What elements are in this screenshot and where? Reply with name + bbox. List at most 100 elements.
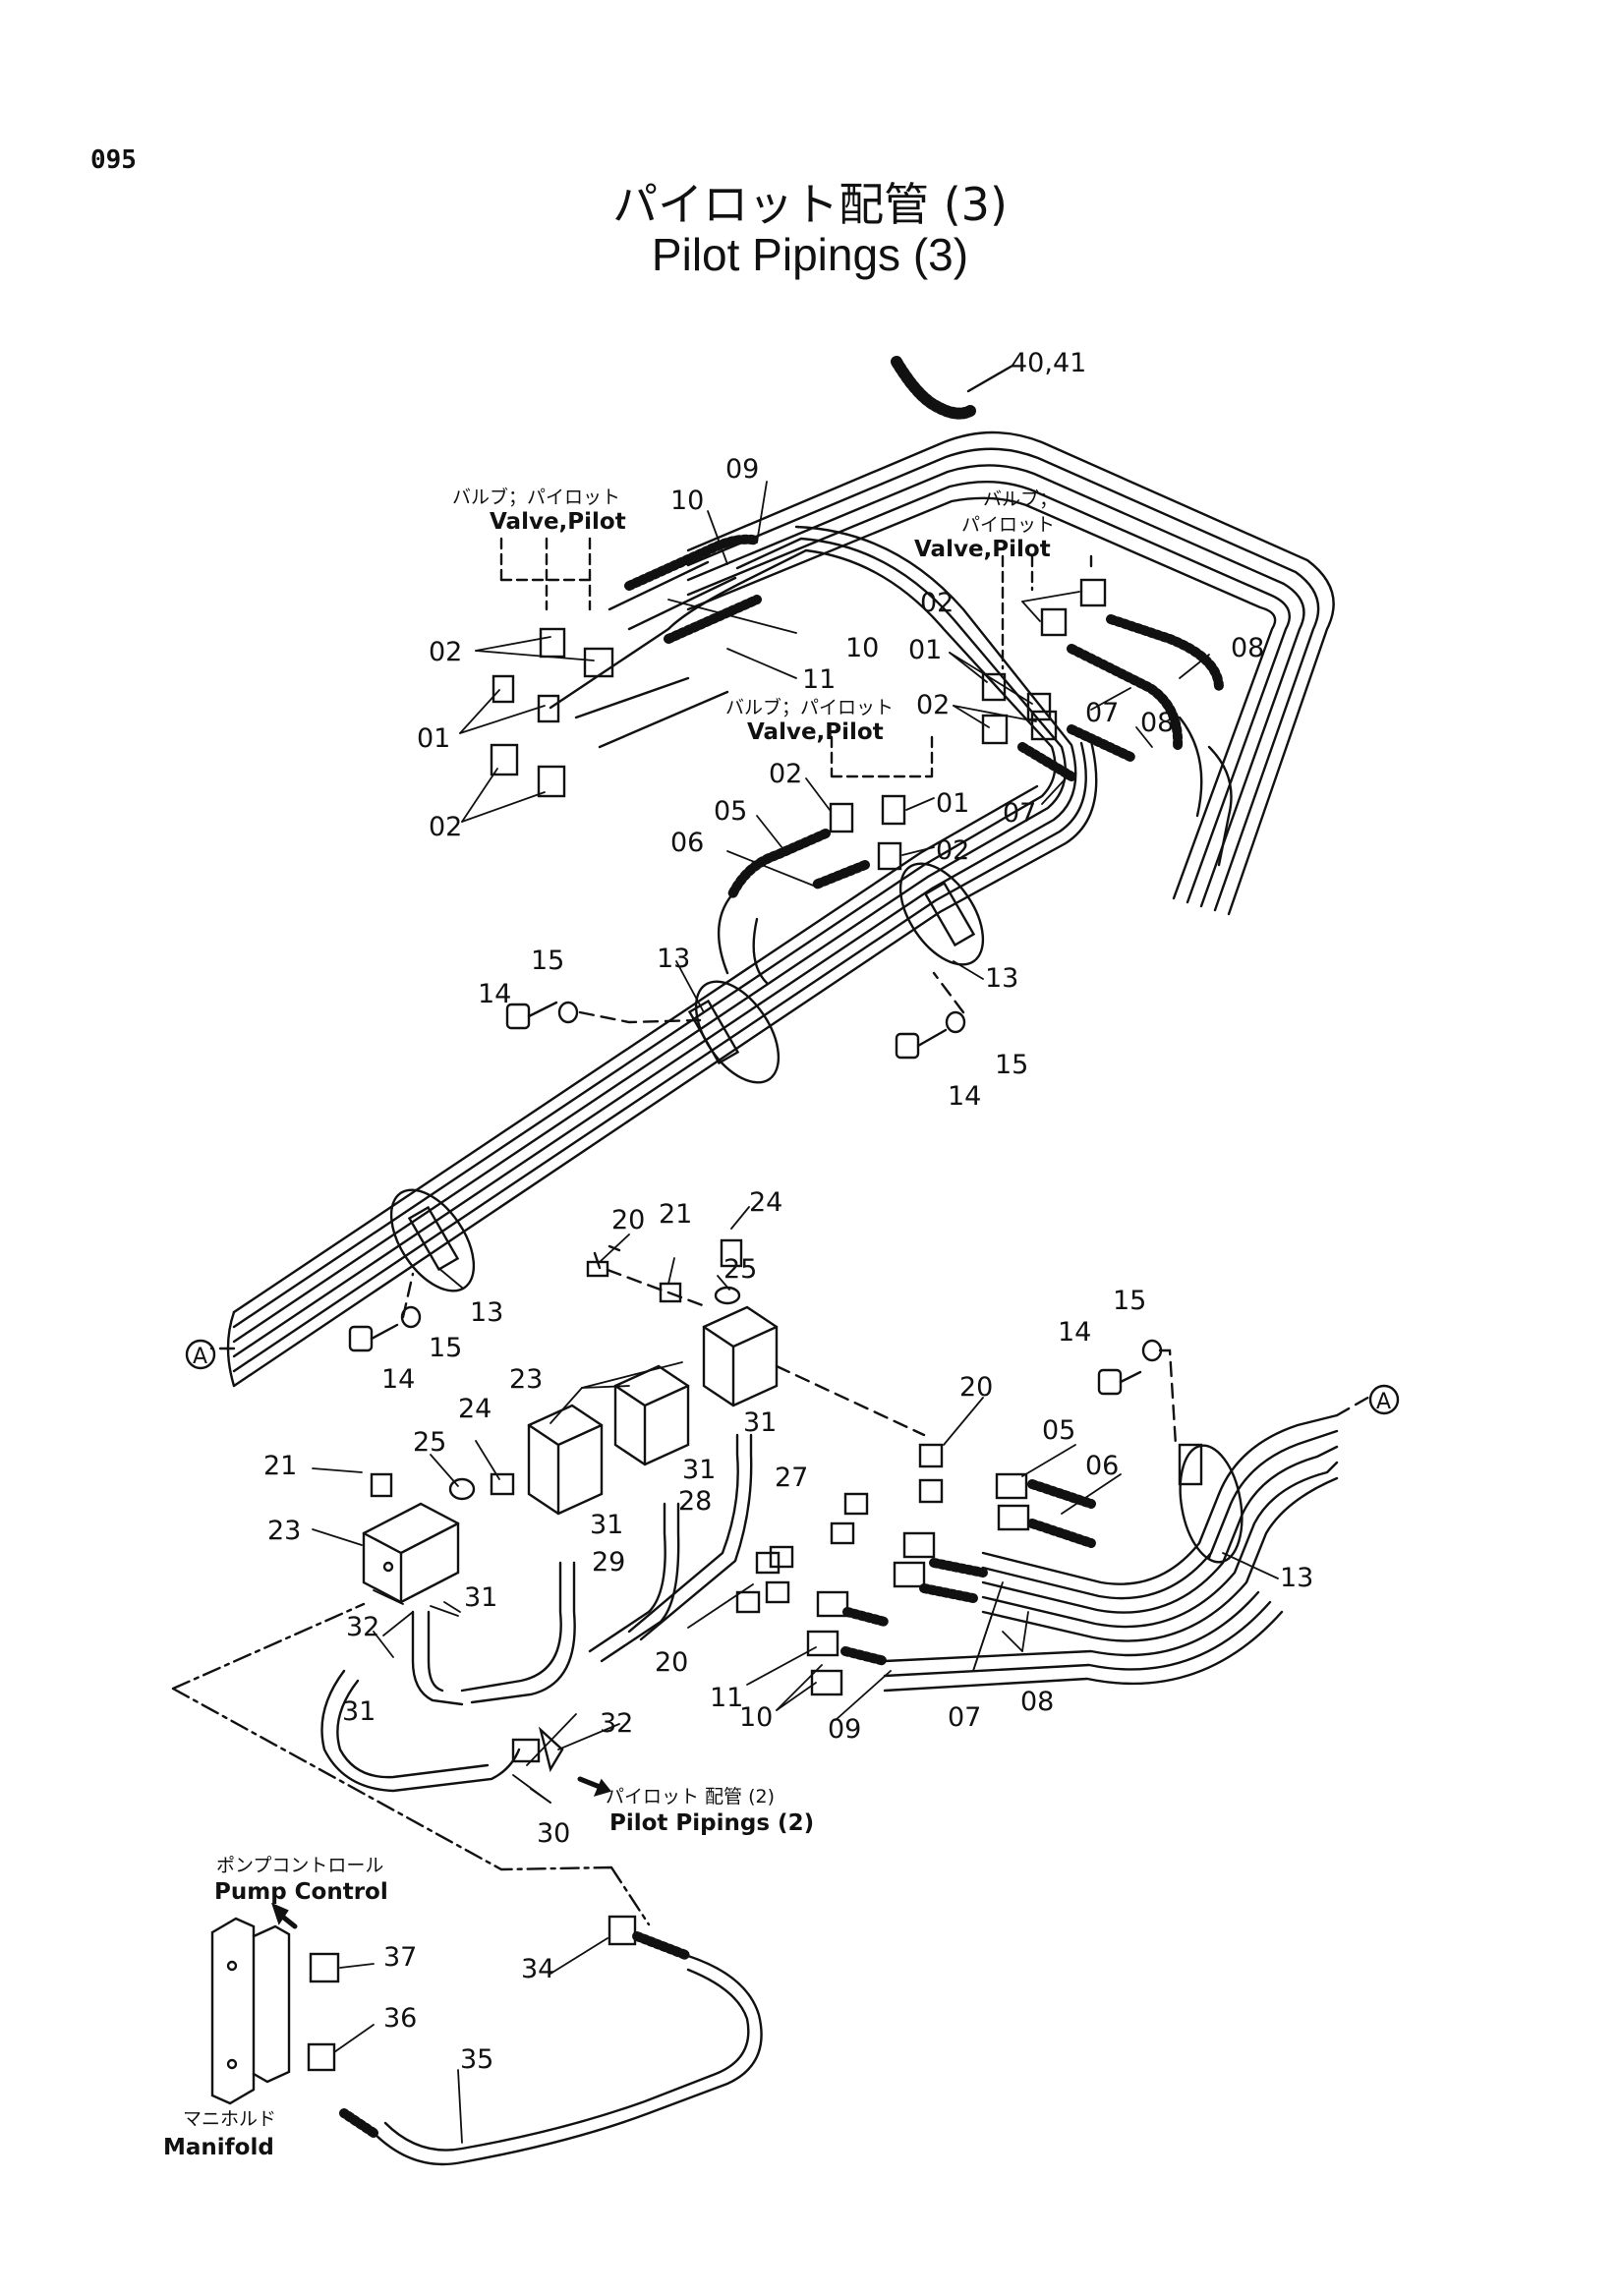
clamp-band-icon: [891, 356, 976, 420]
part-number-label: 37: [383, 1942, 417, 1973]
part-number-label: 02: [936, 835, 969, 866]
part-number-label: 27: [775, 1463, 808, 1493]
part-number-label: 11: [802, 664, 836, 695]
title-english: Pilot Pipings (3): [651, 229, 969, 280]
part-number-label: 02: [920, 588, 954, 618]
bundle-clamps: [389, 862, 1244, 1564]
part-number-label: 20: [959, 1372, 993, 1403]
valve-fittings-middle: [718, 735, 934, 985]
part-number-label: 02: [769, 759, 802, 789]
part-number-label: 05: [1042, 1415, 1075, 1446]
part-number-label: 28: [678, 1486, 712, 1517]
valve-3-jp: バルブ；: [983, 488, 1058, 510]
valve-3-jp2: パイロット: [961, 514, 1055, 536]
part-number-label: 31: [743, 1407, 777, 1438]
part-number-label: 24: [458, 1394, 492, 1424]
part-number-label: 08: [1231, 633, 1264, 663]
part-number-label: 13: [1280, 1563, 1313, 1593]
part-number-label: 10: [845, 633, 879, 663]
part-number-label: 10: [739, 1702, 773, 1733]
part-number-label: 14: [381, 1364, 415, 1395]
valve-3-en: Valve,Pilot: [914, 537, 1051, 562]
part-number-label: 40,41: [1011, 348, 1086, 378]
part-number-label: 20: [611, 1205, 645, 1235]
part-number-label: 25: [723, 1254, 757, 1285]
part-number-label: 32: [600, 1708, 633, 1739]
part-number-label: 15: [995, 1050, 1028, 1080]
part-number-label: 35: [460, 2044, 493, 2075]
part-number-label: 13: [657, 944, 690, 974]
valve-2-en: Valve,Pilot: [747, 719, 884, 745]
part-number-label: 36: [383, 2003, 417, 2034]
part-number-label: 21: [659, 1199, 692, 1230]
connector-a-left-label: A: [193, 1345, 207, 1369]
part-number-label: 14: [1058, 1317, 1091, 1348]
distribution-blocks: [362, 1238, 926, 1604]
part-number-label: 05: [714, 796, 747, 827]
part-number-label: 13: [470, 1297, 503, 1328]
part-number-label: 15: [531, 946, 564, 976]
part-number-label: 01: [908, 635, 942, 665]
part-number-label: 30: [537, 1818, 570, 1849]
part-number-label: 06: [670, 828, 704, 858]
title-japanese: パイロット配管 (3): [612, 178, 1008, 231]
part-number-label: 01: [417, 723, 450, 754]
part-number-label: 14: [948, 1081, 981, 1112]
manifold-jp: マニホルド: [183, 2108, 276, 2130]
pump-control-en: Pump Control: [214, 1879, 388, 1905]
short-pipes: [320, 1433, 753, 1797]
part-number-label: 21: [263, 1451, 297, 1481]
part-number-label: 14: [478, 979, 511, 1009]
part-number-label: 32: [346, 1612, 379, 1642]
pilot-pipings-2-en: Pilot Pipings (2): [609, 1810, 814, 1836]
part-number-label: 01: [936, 788, 969, 819]
part-number-label: 08: [1020, 1687, 1054, 1717]
leader-lines: [312, 481, 1279, 2144]
pump-control-jp: ポンプコントロール: [216, 1855, 383, 1876]
part-number-label: 10: [670, 486, 704, 516]
hose-35: [307, 1915, 763, 2166]
part-number-label: 11: [710, 1683, 743, 1713]
valve-2-jp: バルブ；パイロット: [725, 696, 894, 718]
page-number: 095: [90, 145, 137, 175]
part-number-label: 09: [828, 1714, 861, 1745]
part-number-label: 25: [413, 1427, 446, 1458]
valve-callouts: バルブ；パイロット Valve,Pilot バルブ；パイロット Valve,Pi…: [452, 486, 1058, 745]
part-labels: 40,41 09 10 10 11 02 01 02 02 01 02 08 0…: [193, 348, 1391, 2075]
part-number-label: 29: [592, 1547, 625, 1578]
part-number-label: 07: [948, 1702, 981, 1733]
part-number-label: 31: [464, 1582, 497, 1613]
part-number-label: 07: [1003, 798, 1036, 829]
part-number-label: 31: [590, 1510, 623, 1540]
valve-fittings-upper-left: [490, 534, 762, 798]
part-number-label: 08: [1140, 708, 1174, 738]
part-number-label: 34: [521, 1954, 554, 1984]
connector-a-left-icon: [185, 1339, 216, 1370]
part-number-label: 31: [682, 1455, 716, 1485]
reference-callouts: パイロット 配管 (2) Pilot Pipings (2) ポンプコントロール…: [163, 1786, 814, 2160]
part-number-label: 20: [655, 1647, 688, 1678]
valve-1-en: Valve,Pilot: [490, 509, 626, 535]
manifold-icon: [210, 1917, 291, 2105]
part-number-label: 31: [342, 1696, 376, 1727]
manifold-en: Manifold: [163, 2135, 274, 2160]
part-number-label: 13: [985, 963, 1018, 994]
valve-1-jp: バルブ；パイロット: [452, 486, 620, 508]
connector-a-right-icon: [1368, 1384, 1400, 1415]
pilot-pipings-2-jp: パイロット 配管 (2): [606, 1786, 775, 1808]
valve-fittings-upper-right: [981, 554, 1224, 781]
part-number-label: 02: [429, 812, 462, 842]
fittings-lower-right: [735, 1443, 1096, 1696]
part-number-label: 15: [429, 1333, 462, 1363]
part-number-label: 23: [267, 1516, 301, 1546]
part-number-label: 07: [1085, 698, 1119, 728]
pipe-bundle-main: [232, 430, 1339, 1693]
part-number-label: 02: [429, 637, 462, 667]
part-number-label: 06: [1085, 1451, 1119, 1481]
part-number-label: 24: [749, 1187, 782, 1218]
part-number-label: 15: [1113, 1286, 1146, 1316]
part-number-label: 02: [916, 690, 950, 720]
bolts-washers: [348, 971, 1178, 1447]
part-number-label: 23: [509, 1364, 543, 1395]
